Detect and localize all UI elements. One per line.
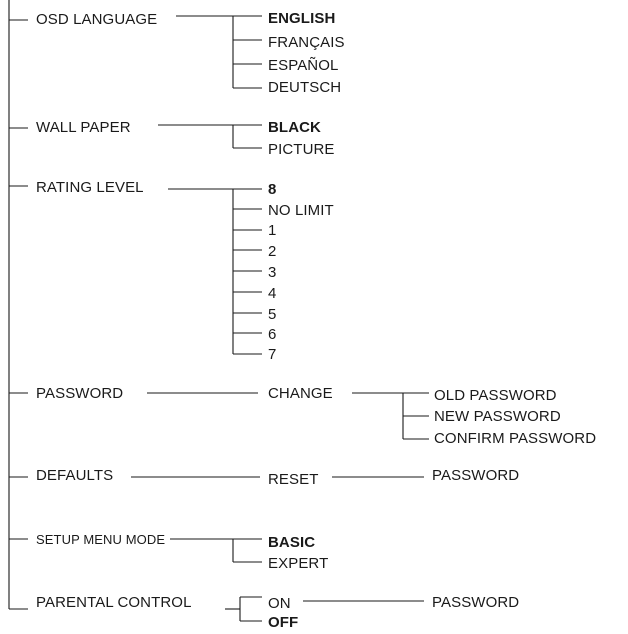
parental-control-label: PARENTAL CONTROL xyxy=(36,594,192,611)
osd-language-label: OSD LANGUAGE xyxy=(36,11,158,28)
osd-language-option-francais: FRANÇAIS xyxy=(268,34,345,51)
wall-paper-option-picture: PICTURE xyxy=(268,141,335,158)
password-change-label: CHANGE xyxy=(268,385,333,402)
wall-paper-option-black: BLACK xyxy=(268,119,321,136)
rating-level-label: RATING LEVEL xyxy=(36,179,144,196)
osd-language-option-deutsch: DEUTSCH xyxy=(268,79,342,96)
rating-level-option-2: 2 xyxy=(268,243,277,260)
parental-control-password-label: PASSWORD xyxy=(432,594,520,611)
rating-level-option-6: 6 xyxy=(268,326,277,343)
rating-level-option-3: 3 xyxy=(268,264,277,281)
parental-control-option-off: OFF xyxy=(268,614,299,631)
rating-level-option-1: 1 xyxy=(268,222,277,239)
setup-menu-mode-option-basic: BASIC xyxy=(268,534,316,551)
rating-level-option-7: 7 xyxy=(268,346,277,363)
defaults-password-label: PASSWORD xyxy=(432,467,520,484)
osd-language-option-english: ENGLISH xyxy=(268,10,336,27)
setup-menu-mode-label: SETUP MENU MODE xyxy=(36,532,166,547)
rating-level-option-5: 5 xyxy=(268,306,277,323)
password-label: PASSWORD xyxy=(36,385,124,402)
wall-paper-label: WALL PAPER xyxy=(36,119,131,136)
defaults-reset-label: RESET xyxy=(268,471,319,488)
password-option-old: OLD PASSWORD xyxy=(434,387,557,404)
setup-menu-mode-option-expert: EXPERT xyxy=(268,555,329,572)
osd-language-option-espanol: ESPAÑOL xyxy=(268,57,339,74)
rating-level-option-8: 8 xyxy=(268,181,277,198)
rating-level-option-no-limit: NO LIMIT xyxy=(268,202,334,219)
parental-control-option-on: ON xyxy=(268,595,291,612)
password-option-confirm: CONFIRM PASSWORD xyxy=(434,430,597,447)
rating-level-option-4: 4 xyxy=(268,285,277,302)
defaults-label: DEFAULTS xyxy=(36,467,114,484)
password-option-new: NEW PASSWORD xyxy=(434,408,561,425)
